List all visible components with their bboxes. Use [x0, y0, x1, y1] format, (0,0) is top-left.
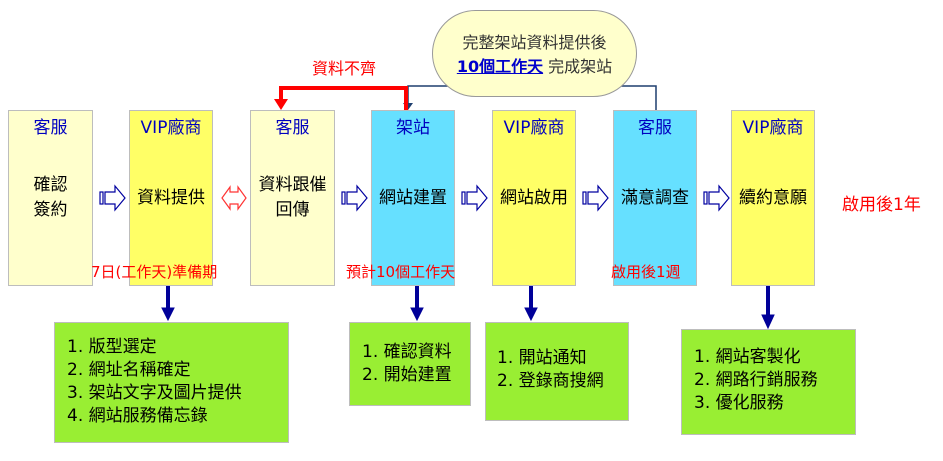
detail-item: 2. 網址名稱確定 — [67, 360, 191, 380]
note-line-2-rest: 完成架站 — [543, 57, 613, 76]
stage-role: 客服 — [33, 118, 68, 138]
stage-task: 確認簽約 — [33, 175, 68, 220]
detail-box-site-launch: 1. 開站通知 2. 登錄商搜網 — [485, 322, 629, 421]
stage-task: 網站建置 — [379, 188, 447, 208]
detail-box-renewal: 1. 網站客製化 2. 網路行銷服務 3. 優化服務 — [681, 329, 856, 435]
detail-item: 1. 網站客製化 — [694, 347, 801, 367]
detail-item: 1. 確認資料 — [362, 342, 452, 362]
flow-arrow-3-4 — [341, 184, 368, 212]
survey-timing-label: 啟用後1週 — [611, 263, 681, 281]
detail-item: 2. 開始建置 — [362, 365, 452, 385]
detail-item: 4. 網站服務備忘錄 — [67, 406, 208, 426]
down-arrow-4 — [761, 286, 775, 330]
feedback-label: 資料不齊 — [312, 59, 377, 78]
stage-task: 資料提供 — [137, 188, 205, 208]
detail-item: 1. 版型選定 — [67, 337, 157, 357]
stage-task: 滿意調查 — [621, 188, 689, 208]
feedback-arrow-line — [279, 86, 408, 112]
detail-box-site-build: 1. 確認資料 2. 開始建置 — [349, 322, 471, 406]
detail-item: 3. 架站文字及圖片提供 — [67, 383, 242, 403]
stage-role: VIP廠商 — [140, 118, 202, 138]
detail-item: 1. 開站通知 — [497, 348, 587, 368]
stage-site-build: 架站 網站建置 — [371, 110, 455, 286]
stage-role: 客服 — [275, 118, 310, 138]
stage-confirm-contract: 客服 確認簽約 — [8, 110, 93, 286]
stage-role: VIP廠商 — [503, 118, 565, 138]
stage-task: 網站啟用 — [500, 188, 568, 208]
detail-item: 2. 網路行銷服務 — [694, 370, 818, 390]
stage-task: 資料跟催回傳 — [258, 175, 327, 220]
flow-arrow-6-7 — [703, 184, 730, 212]
detail-item: 2. 登錄商搜網 — [497, 371, 604, 391]
flow-arrow-5-6 — [582, 184, 609, 212]
note-highlight: 10個工作天 — [456, 57, 544, 76]
flow-arrow-1-2 — [99, 184, 126, 212]
stage-site-launch: VIP廠商 網站啟用 — [492, 110, 576, 286]
flow-arrow-4-5 — [461, 184, 488, 212]
note-line-1: 完整架站資料提供後 — [462, 33, 607, 52]
feedback-arrowhead — [274, 99, 288, 110]
down-arrow-3 — [524, 286, 538, 322]
stage-role: 架站 — [396, 118, 430, 138]
note-line-2: 10個工作天 完成架站 — [433, 55, 636, 79]
stage-renewal-intent: VIP廠商 續約意願 — [731, 110, 815, 286]
stage-satisfaction-survey: 客服 滿意調查 — [613, 110, 697, 286]
detail-box-data-provision: 1. 版型選定 2. 網址名稱確定 3. 架站文字及圖片提供 4. 網站服務備忘… — [54, 322, 289, 443]
down-arrow-1 — [161, 286, 175, 322]
stage-data-provision: VIP廠商 資料提供 — [129, 110, 213, 286]
prep-period-label: 7日(工作天)準備期 — [91, 263, 218, 281]
stage-task: 續約意願 — [739, 188, 807, 208]
stage-role: 客服 — [638, 118, 672, 138]
down-arrow-2 — [410, 286, 424, 322]
stage-data-followup: 客服 資料跟催回傳 — [250, 110, 335, 286]
build-period-label: 預計10個工作天 — [346, 263, 456, 281]
detail-item: 3. 優化服務 — [694, 393, 784, 413]
renewal-timing-label: 啟用後1年 — [842, 195, 921, 215]
stage-role: VIP廠商 — [742, 118, 804, 138]
bidirectional-arrow-2-3 — [221, 185, 247, 211]
completion-note: 完整架站資料提供後 10個工作天 完成架站 — [432, 10, 637, 97]
